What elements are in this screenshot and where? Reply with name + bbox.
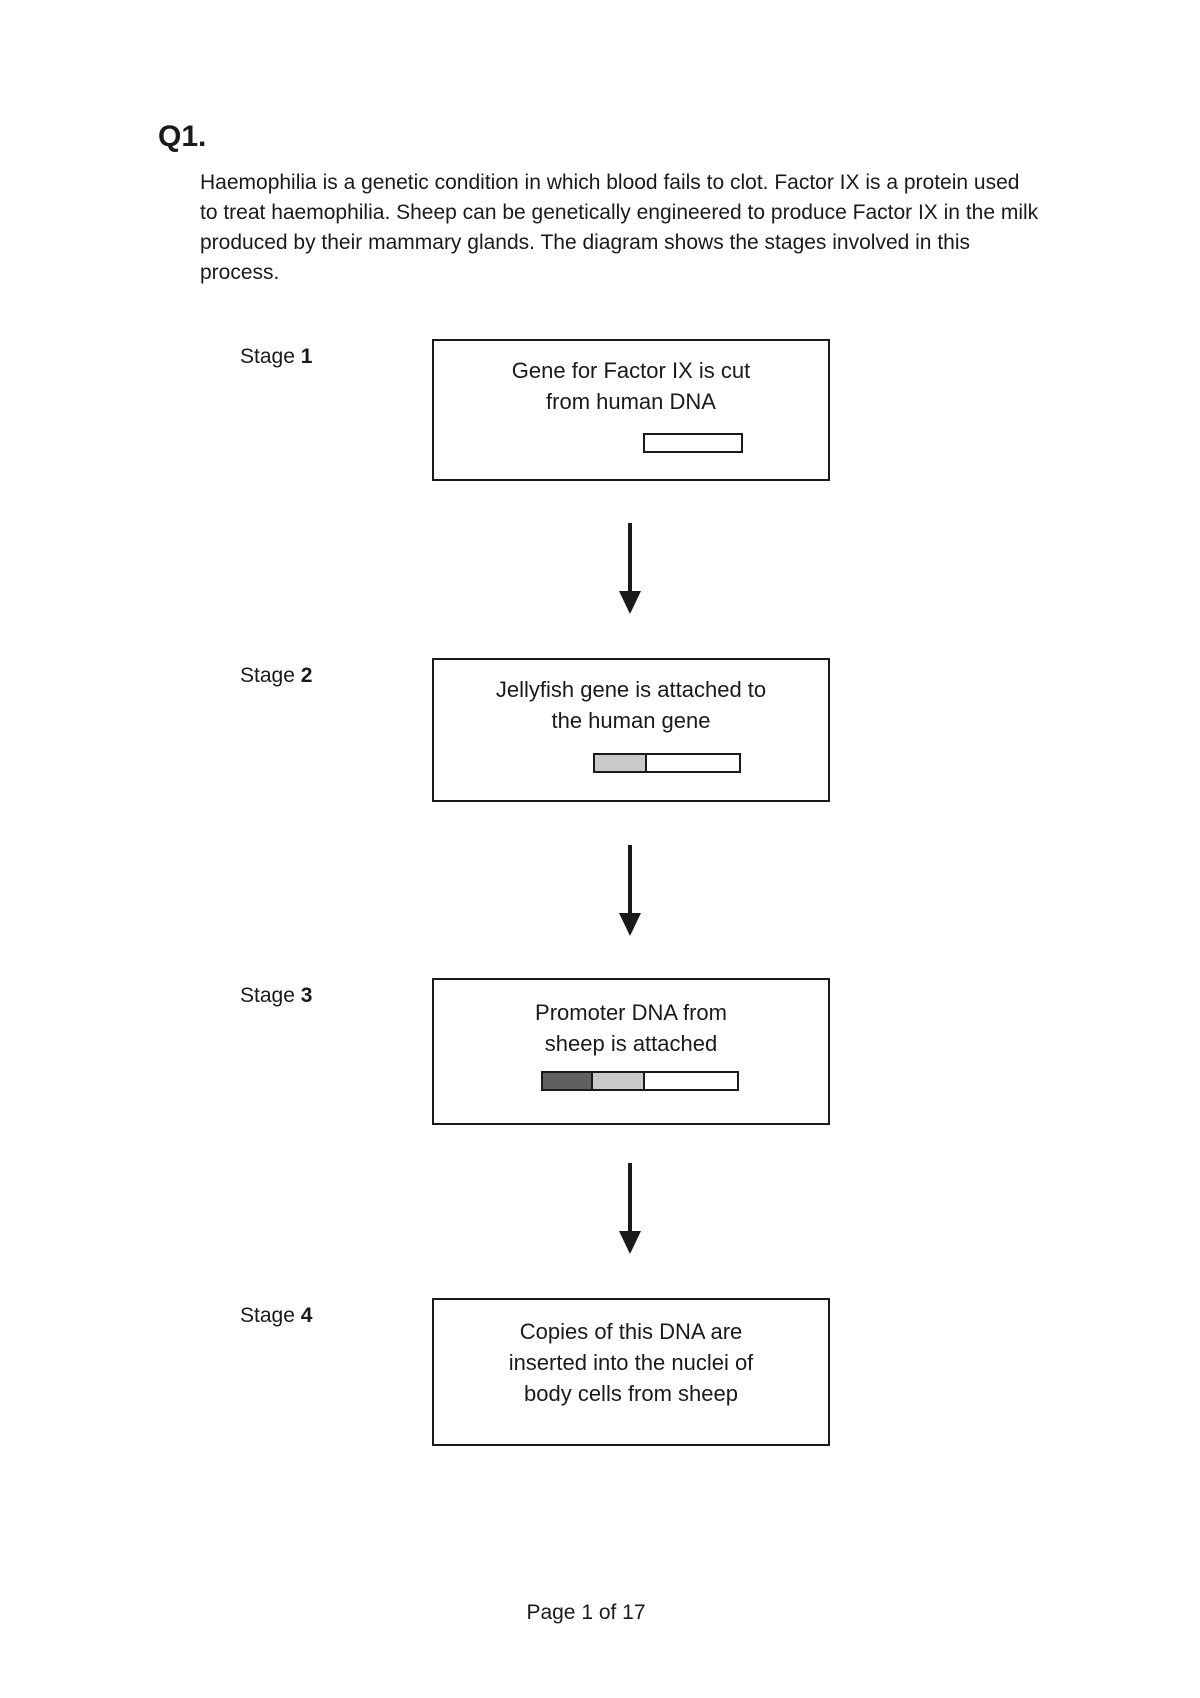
stage-4-box: Copies of this DNA are inserted into the… bbox=[432, 1298, 830, 1446]
dna-bar-stage-2 bbox=[593, 753, 741, 773]
intro-line: to treat haemophilia. Sheep can be genet… bbox=[200, 201, 1039, 224]
stage-4-text-line: Copies of this DNA are bbox=[519, 1319, 743, 1344]
stage-label-text: Stage bbox=[240, 664, 301, 687]
arrow-down-icon bbox=[617, 523, 643, 614]
stage-2-text-line: the human gene bbox=[551, 708, 711, 733]
arrow-head bbox=[619, 591, 641, 614]
human-gene-segment bbox=[643, 1071, 739, 1091]
intro-line: Haemophilia is a genetic condition in wh… bbox=[200, 171, 1020, 194]
stage-label-text: Stage bbox=[240, 984, 301, 1007]
intro-paragraph: Haemophilia is a genetic condition in wh… bbox=[200, 168, 1038, 288]
dna-bar-stage-1 bbox=[643, 433, 743, 453]
stage-number: 3 bbox=[300, 984, 313, 1007]
stage-2-box: Jellyfish gene is attached to the human … bbox=[432, 658, 830, 802]
stage-1-box: Gene for Factor IX is cut from human DNA bbox=[432, 339, 830, 481]
stage-4-label: Stage 4 bbox=[240, 1304, 312, 1328]
arrow-down-icon bbox=[617, 845, 643, 936]
arrow-head bbox=[619, 1231, 641, 1254]
promoter-dna-segment bbox=[541, 1071, 593, 1091]
stage-1-text-line: Gene for Factor IX is cut bbox=[511, 358, 751, 383]
stage-1-label: Stage 1 bbox=[240, 345, 312, 369]
jellyfish-gene-segment bbox=[593, 753, 647, 773]
dna-bar-stage-3 bbox=[541, 1071, 739, 1091]
stage-3-box: Promoter DNA from sheep is attached bbox=[432, 978, 830, 1125]
stage-3-text-line: sheep is attached bbox=[544, 1031, 718, 1056]
stage-2-label: Stage 2 bbox=[240, 664, 312, 688]
arrow-shaft bbox=[628, 1163, 632, 1231]
page-footer: Page 1 of 17 bbox=[526, 1601, 646, 1624]
stage-label-text: Stage bbox=[240, 1304, 301, 1327]
stage-number: 2 bbox=[300, 664, 313, 687]
jellyfish-gene-segment bbox=[591, 1071, 645, 1091]
stage-number: 1 bbox=[300, 345, 313, 368]
intro-line: process. bbox=[200, 261, 280, 284]
stage-3-label: Stage 3 bbox=[240, 984, 312, 1008]
arrow-shaft bbox=[628, 845, 632, 913]
arrow-shaft bbox=[628, 523, 632, 591]
stage-4-text-line: inserted into the nuclei of bbox=[508, 1350, 754, 1375]
intro-line: produced by their mammary glands. The di… bbox=[200, 231, 970, 254]
stage-4-text-line: body cells from sheep bbox=[524, 1381, 738, 1406]
stage-1-text-line: from human DNA bbox=[546, 389, 716, 414]
arrow-head bbox=[619, 913, 641, 936]
stage-label-text: Stage bbox=[240, 345, 301, 368]
arrow-down-icon bbox=[617, 1163, 643, 1254]
human-gene-segment bbox=[645, 753, 741, 773]
human-gene-segment bbox=[643, 433, 743, 453]
stage-3-text-line: Promoter DNA from bbox=[535, 1000, 727, 1025]
question-number: Q1. bbox=[158, 120, 207, 153]
stage-2-text-line: Jellyfish gene is attached to bbox=[495, 677, 767, 702]
stage-number: 4 bbox=[300, 1304, 313, 1327]
